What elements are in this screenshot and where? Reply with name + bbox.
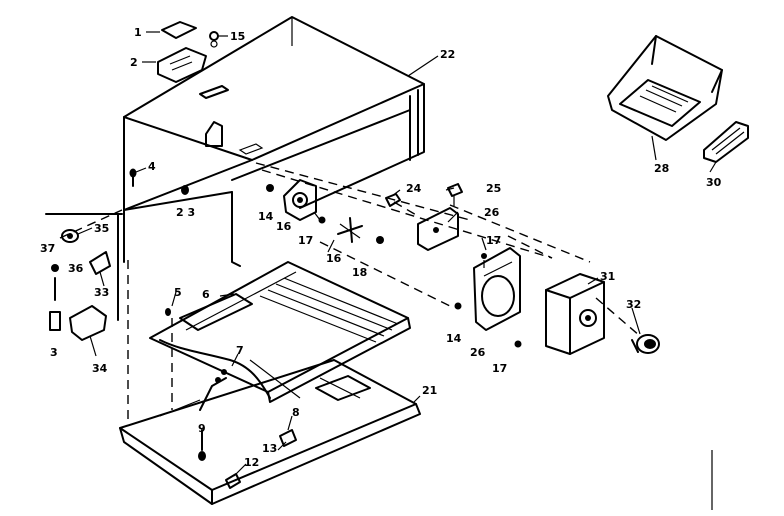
fan-motor-bracket bbox=[283, 179, 317, 221]
callout-2: 2 bbox=[130, 56, 138, 69]
callout-25: 25 bbox=[486, 182, 501, 195]
left-bracket-assembly bbox=[45, 213, 123, 341]
callout-17-a: 17 bbox=[298, 234, 313, 247]
callout-17-b: 17 bbox=[486, 234, 501, 247]
callout-28: 28 bbox=[654, 162, 669, 175]
callout-32: 32 bbox=[626, 298, 641, 311]
shelf-plate bbox=[149, 261, 411, 403]
explode-lines bbox=[59, 162, 641, 420]
wire-harness bbox=[159, 339, 271, 411]
callout-15: 15 bbox=[230, 30, 245, 43]
top-handle-parts bbox=[157, 21, 219, 83]
grip-handle bbox=[703, 121, 749, 163]
damper-bracket bbox=[385, 183, 463, 251]
ice-maker-unit bbox=[545, 273, 605, 355]
callout-4: 4 bbox=[148, 160, 156, 173]
callout-12: 12 bbox=[244, 456, 259, 469]
callout-31: 31 bbox=[600, 270, 615, 283]
callout-16-bracket: 16 bbox=[276, 220, 292, 233]
callout-24: 24 bbox=[406, 182, 422, 195]
callout-14-upper: 14 bbox=[258, 210, 274, 223]
callout-21: 21 bbox=[422, 384, 437, 397]
callout-13: 13 bbox=[262, 442, 277, 455]
callout-7: 7 bbox=[236, 344, 244, 357]
callout-26-lower: 26 bbox=[470, 346, 486, 359]
callout-35: 35 bbox=[94, 222, 109, 235]
callout-3: 3 bbox=[50, 346, 58, 359]
leader-lines bbox=[77, 31, 717, 477]
callout-1: 1 bbox=[134, 26, 142, 39]
callout-33: 33 bbox=[94, 286, 109, 299]
housing-fasteners bbox=[129, 168, 274, 195]
knob bbox=[631, 334, 660, 354]
callout-37: 37 bbox=[40, 242, 55, 255]
fan-shroud bbox=[473, 247, 521, 331]
callout-14-lower: 14 bbox=[446, 332, 462, 345]
callout-36: 36 bbox=[68, 262, 84, 275]
callout-labels: 1 2 3 4 5 6 7 8 9 12 13 14 14 15 16 16 1… bbox=[40, 26, 722, 469]
callout-5: 5 bbox=[174, 286, 182, 299]
base-tray bbox=[119, 359, 421, 505]
base-fasteners bbox=[165, 302, 522, 489]
callout-26-upper: 26 bbox=[484, 206, 500, 219]
ice-bin bbox=[607, 35, 723, 141]
callout-34: 34 bbox=[92, 362, 108, 375]
callout-23: 2 3 bbox=[176, 206, 195, 219]
callout-8: 8 bbox=[292, 406, 300, 419]
callout-9: 9 bbox=[198, 422, 206, 435]
fan-blade bbox=[318, 216, 384, 244]
callout-6: 6 bbox=[202, 288, 210, 301]
upper-housing bbox=[123, 16, 425, 267]
callout-16-blade: 16 bbox=[326, 252, 342, 265]
callout-17-c: 17 bbox=[492, 362, 507, 375]
callout-30: 30 bbox=[706, 176, 722, 189]
callout-18: 18 bbox=[352, 266, 367, 279]
callout-22: 22 bbox=[440, 48, 455, 61]
